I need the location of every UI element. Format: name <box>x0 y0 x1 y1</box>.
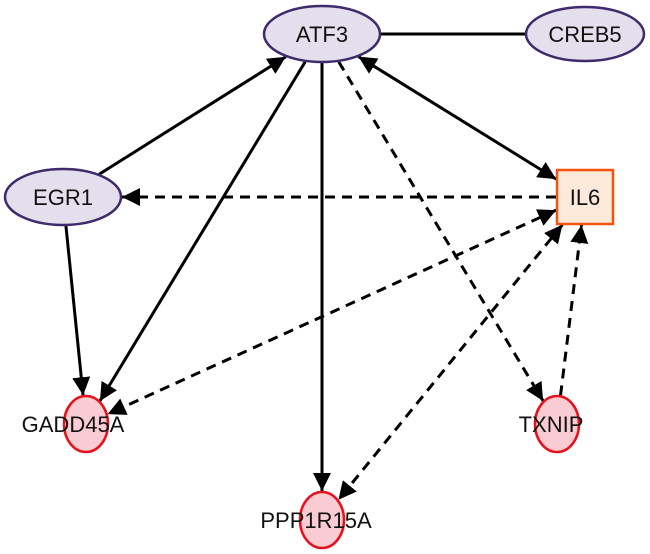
node-label-txnip: TXNIP <box>519 412 584 437</box>
node-shape-gadd45a <box>62 394 110 454</box>
edge-atf3-il6 <box>357 55 557 181</box>
node-gadd45a[interactable]: GADD45A <box>22 394 125 454</box>
node-shape-ppp1r15a <box>298 490 346 550</box>
node-il6[interactable]: IL6 <box>555 168 615 226</box>
node-shape-txnip <box>533 394 581 454</box>
edge-txnip-il6 <box>559 224 589 396</box>
node-label-il6: IL6 <box>570 185 601 210</box>
node-atf3[interactable]: ATF3 <box>262 4 382 64</box>
edge-egr1-atf3 <box>98 55 287 176</box>
node-label-gadd45a: GADD45A <box>22 412 125 437</box>
edge-atf3-txnip <box>337 60 545 402</box>
edge-atf3-gadd45a <box>98 60 307 402</box>
node-shape-creb5 <box>524 5 646 63</box>
edge-il6-gadd45a <box>107 208 557 416</box>
node-ppp1r15a[interactable]: PPP1R15A <box>260 490 372 550</box>
node-txnip[interactable]: TXNIP <box>519 394 584 454</box>
node-egr1[interactable]: EGR1 <box>3 167 123 227</box>
node-label-atf3: ATF3 <box>296 22 348 47</box>
node-label-ppp1r15a: PPP1R15A <box>260 508 372 533</box>
node-label-creb5: CREB5 <box>548 22 621 47</box>
edge-il6-ppp1r15a <box>337 223 564 501</box>
node-shape-il6 <box>555 168 615 226</box>
node-label-egr1: EGR1 <box>33 185 93 210</box>
node-shape-egr1 <box>3 167 123 227</box>
node-creb5[interactable]: CREB5 <box>524 5 646 63</box>
edges-layer <box>64 32 589 501</box>
node-shape-atf3 <box>262 4 382 64</box>
edge-egr1-gadd45a <box>64 225 91 396</box>
